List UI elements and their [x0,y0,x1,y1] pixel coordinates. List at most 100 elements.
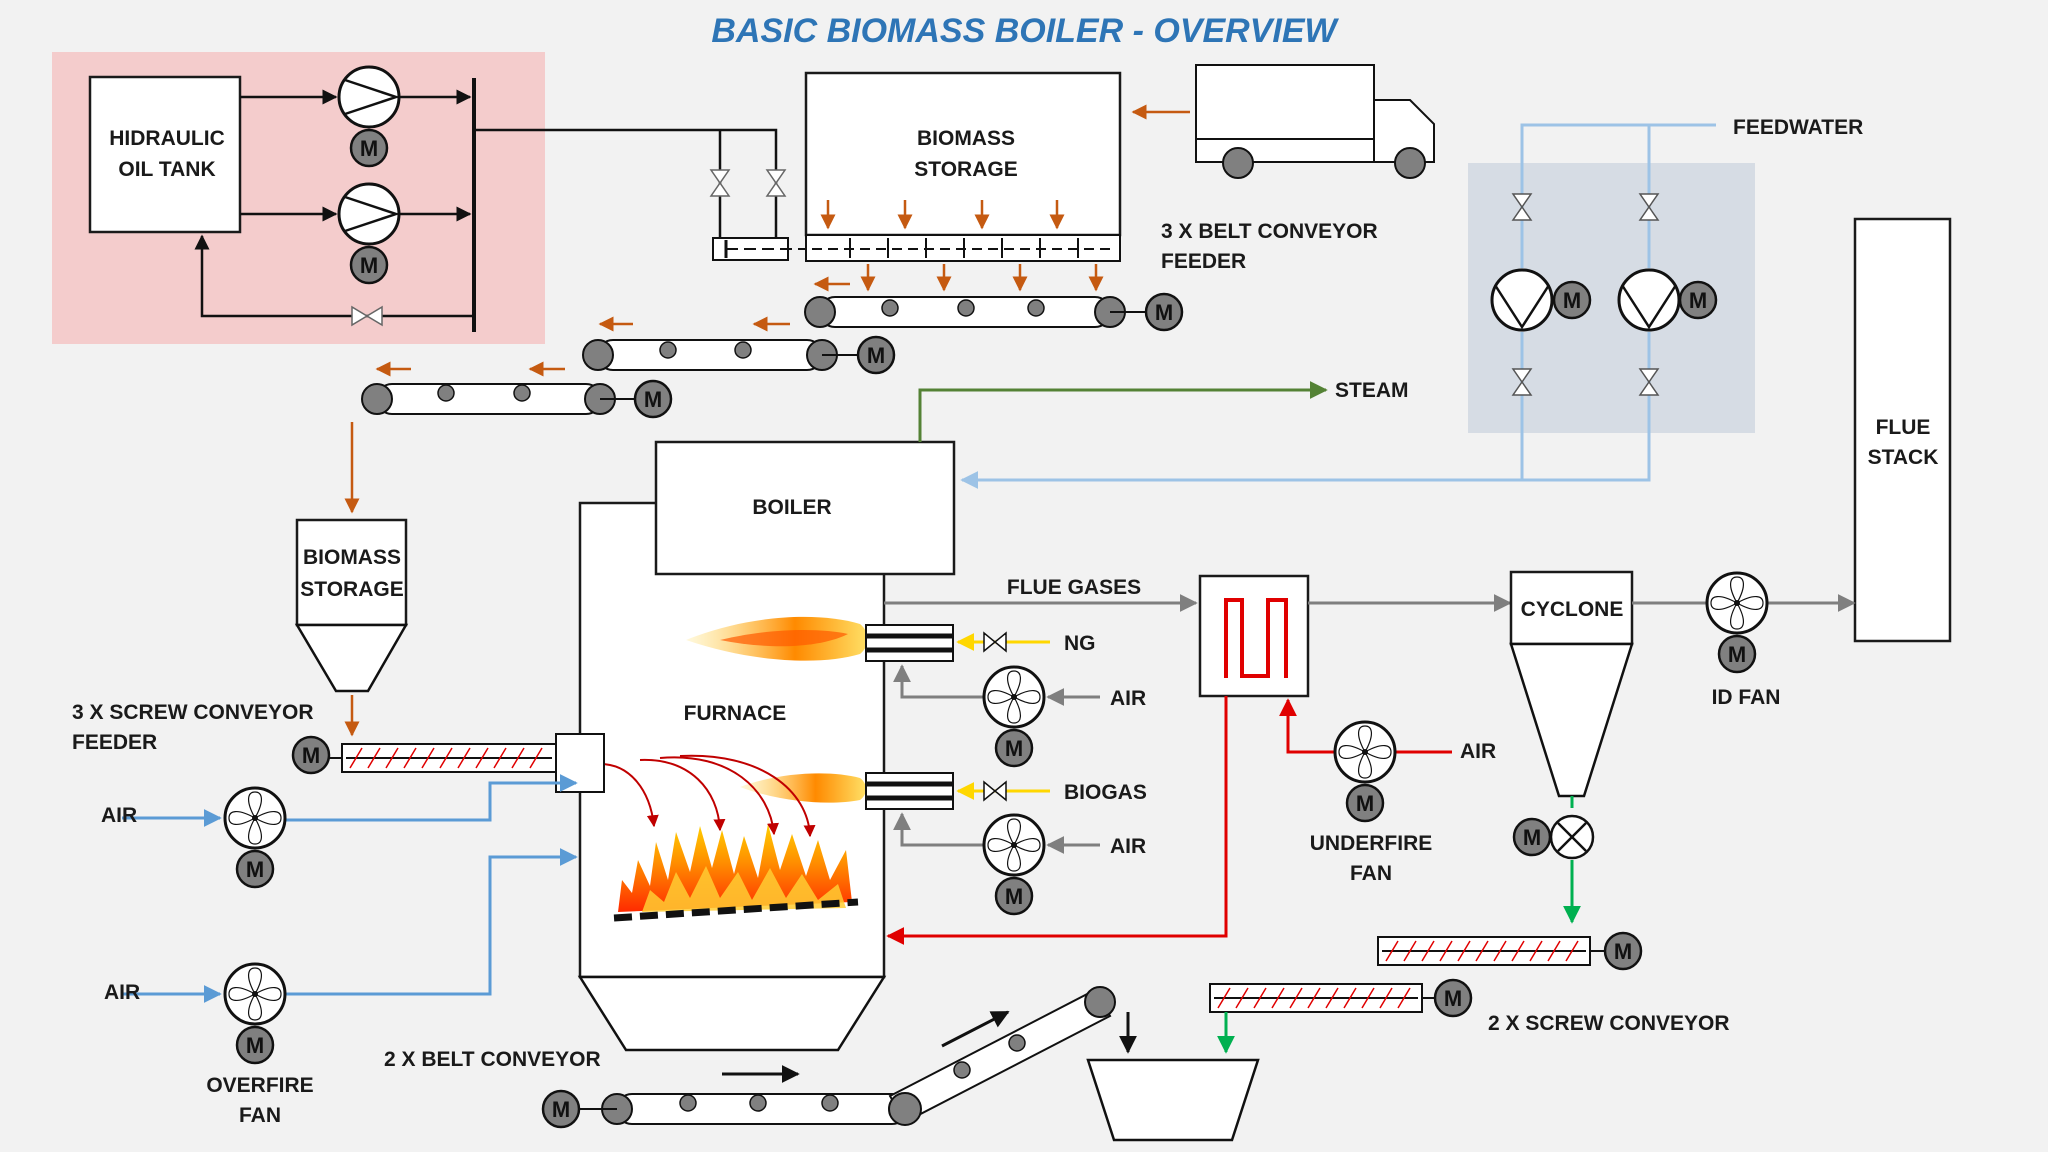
boiler-label: BOILER [752,496,831,519]
belt-conveyor-2 [582,339,860,371]
underfire-fan-label-1: UNDERFIRE [1310,832,1433,855]
air-left-label-2: AIR [104,981,140,1004]
underfire-fan [1333,720,1397,784]
overfire-fan-lower [223,962,287,1026]
motor-belt-conveyor-1: M [1144,292,1184,332]
motor-belt-conveyor-3: M [633,379,673,419]
motor-underfire-fan: M [1345,783,1385,823]
flue-stack-label-2: STACK [1868,446,1939,469]
flue-gases-label: FLUE GASES [1007,576,1141,599]
air-left-label-1: AIR [101,804,137,827]
furnace-label: FURNACE [684,702,787,725]
air-preheater [1198,574,1310,698]
hydraulic-pump-2 [337,182,401,246]
motor-rotary-valve: M [1512,817,1552,857]
feedwater-pump-2 [1617,268,1681,332]
diagram-title: BASIC BIOMASS BOILER - OVERVIEW [711,12,1339,50]
cyclone-cone [1509,642,1634,798]
delivery-truck [1195,64,1435,179]
ng-valve [983,631,1007,653]
belt-conveyor-bottom-label: 2 X BELT CONVEYOR [384,1048,601,1071]
screw-conveyor-feeder [326,743,557,773]
air-underfire-label: AIR [1460,740,1496,763]
motor-hydraulic-pump-1: M [349,128,389,168]
hydraulic-tank-label-2: OIL TANK [118,158,215,181]
biomass-storage-hopper [295,518,408,627]
feedwater-pump-1 [1490,268,1554,332]
belt-feeder-label-2: FEEDER [1161,250,1246,273]
motor-id-fan: M [1717,634,1757,674]
svg-text:M: M [1005,736,1023,761]
motor-belt-conveyor-2: M [856,335,896,375]
svg-text:M: M [1005,884,1023,909]
screw-conveyor-bottom-label: 2 X SCREW CONVEYOR [1488,1012,1730,1035]
biogas-burner [865,772,954,810]
feedwater-label: FEEDWATER [1733,116,1863,139]
ng-label: NG [1064,632,1096,655]
belt-conveyor-3 [361,383,637,415]
belt-conveyor-1 [804,296,1146,328]
svg-text:M: M [867,343,885,368]
id-fan-label: ID FAN [1712,686,1781,709]
hydraulic-valve-2 [765,169,787,197]
overfire-fan-label-1: OVERFIRE [206,1074,313,1097]
motor-ash-screw-2: M [1433,978,1473,1018]
screw-feeder-label-1: 3 X SCREW CONVEYOR [72,701,314,724]
hydraulic-oil-tank [88,75,242,234]
motor-burner-air-fan-biogas: M [994,876,1034,916]
motor-screw-feeder: M [291,735,331,775]
hydraulic-valve-1 [709,169,731,197]
motor-feedwater-pump-2: M [1678,280,1718,320]
grate-fire [613,824,859,922]
motor-ash-screw-1: M [1603,931,1643,971]
id-fan [1705,571,1769,635]
ng-burner [865,624,954,662]
storage-hopper-label-2: STORAGE [300,578,403,601]
storage-hopper-label-1: BIOMASS [303,546,401,569]
svg-text:M: M [246,1033,264,1058]
biomass-storage-top [804,71,1122,237]
underfire-fan-label-2: FAN [1350,862,1392,885]
hydraulic-tank-label-1: HIDRAULIC [109,127,225,150]
screw-feeder-label-2: FEEDER [72,731,157,754]
storage-top-label-2: STORAGE [914,158,1017,181]
svg-text:M: M [302,743,320,768]
bottom-belt-conveyor [580,986,1116,1126]
ash-screw-conveyor-2 [1209,983,1438,1013]
burner-flame-upper [686,616,868,661]
motor-overfire-fan-upper: M [235,849,275,889]
overfire-fan-label-2: FAN [239,1104,281,1127]
flue-stack-label-1: FLUE [1876,416,1931,439]
svg-text:M: M [1563,288,1581,313]
svg-text:M: M [1689,288,1707,313]
air-burner-label-1: AIR [1110,687,1146,710]
boiler-drum [654,440,956,576]
rotary-valve [1549,814,1595,860]
svg-text:M: M [360,136,378,161]
svg-text:M: M [1523,825,1541,850]
belt-feeder-label-1: 3 X BELT CONVEYOR [1161,220,1378,243]
svg-text:M: M [360,253,378,278]
svg-text:M: M [1728,642,1746,667]
ash-bin [1086,1058,1260,1142]
svg-text:M: M [246,857,264,882]
svg-text:M: M [1155,300,1173,325]
ash-screw-conveyor-1 [1377,936,1608,966]
overfire-fan-upper [223,786,287,850]
preheater-coil [1224,598,1288,678]
ash-hopper [577,975,887,1052]
svg-text:M: M [644,387,662,412]
svg-text:M: M [1356,791,1374,816]
svg-text:M: M [1614,939,1632,964]
burner-air-fan-biogas [982,813,1046,877]
return-valve [351,305,383,327]
svg-text:M: M [1444,986,1462,1011]
hydraulic-pump-1 [337,65,401,129]
hydraulic-system: HIDRAULIC OIL TANK [52,52,545,344]
motor-hydraulic-pump-2: M [349,245,389,285]
flue-stack [1853,217,1952,643]
burner-flame-lower [740,773,866,803]
steam-label: STEAM [1335,379,1409,402]
storage-top-label-1: BIOMASS [917,127,1015,150]
